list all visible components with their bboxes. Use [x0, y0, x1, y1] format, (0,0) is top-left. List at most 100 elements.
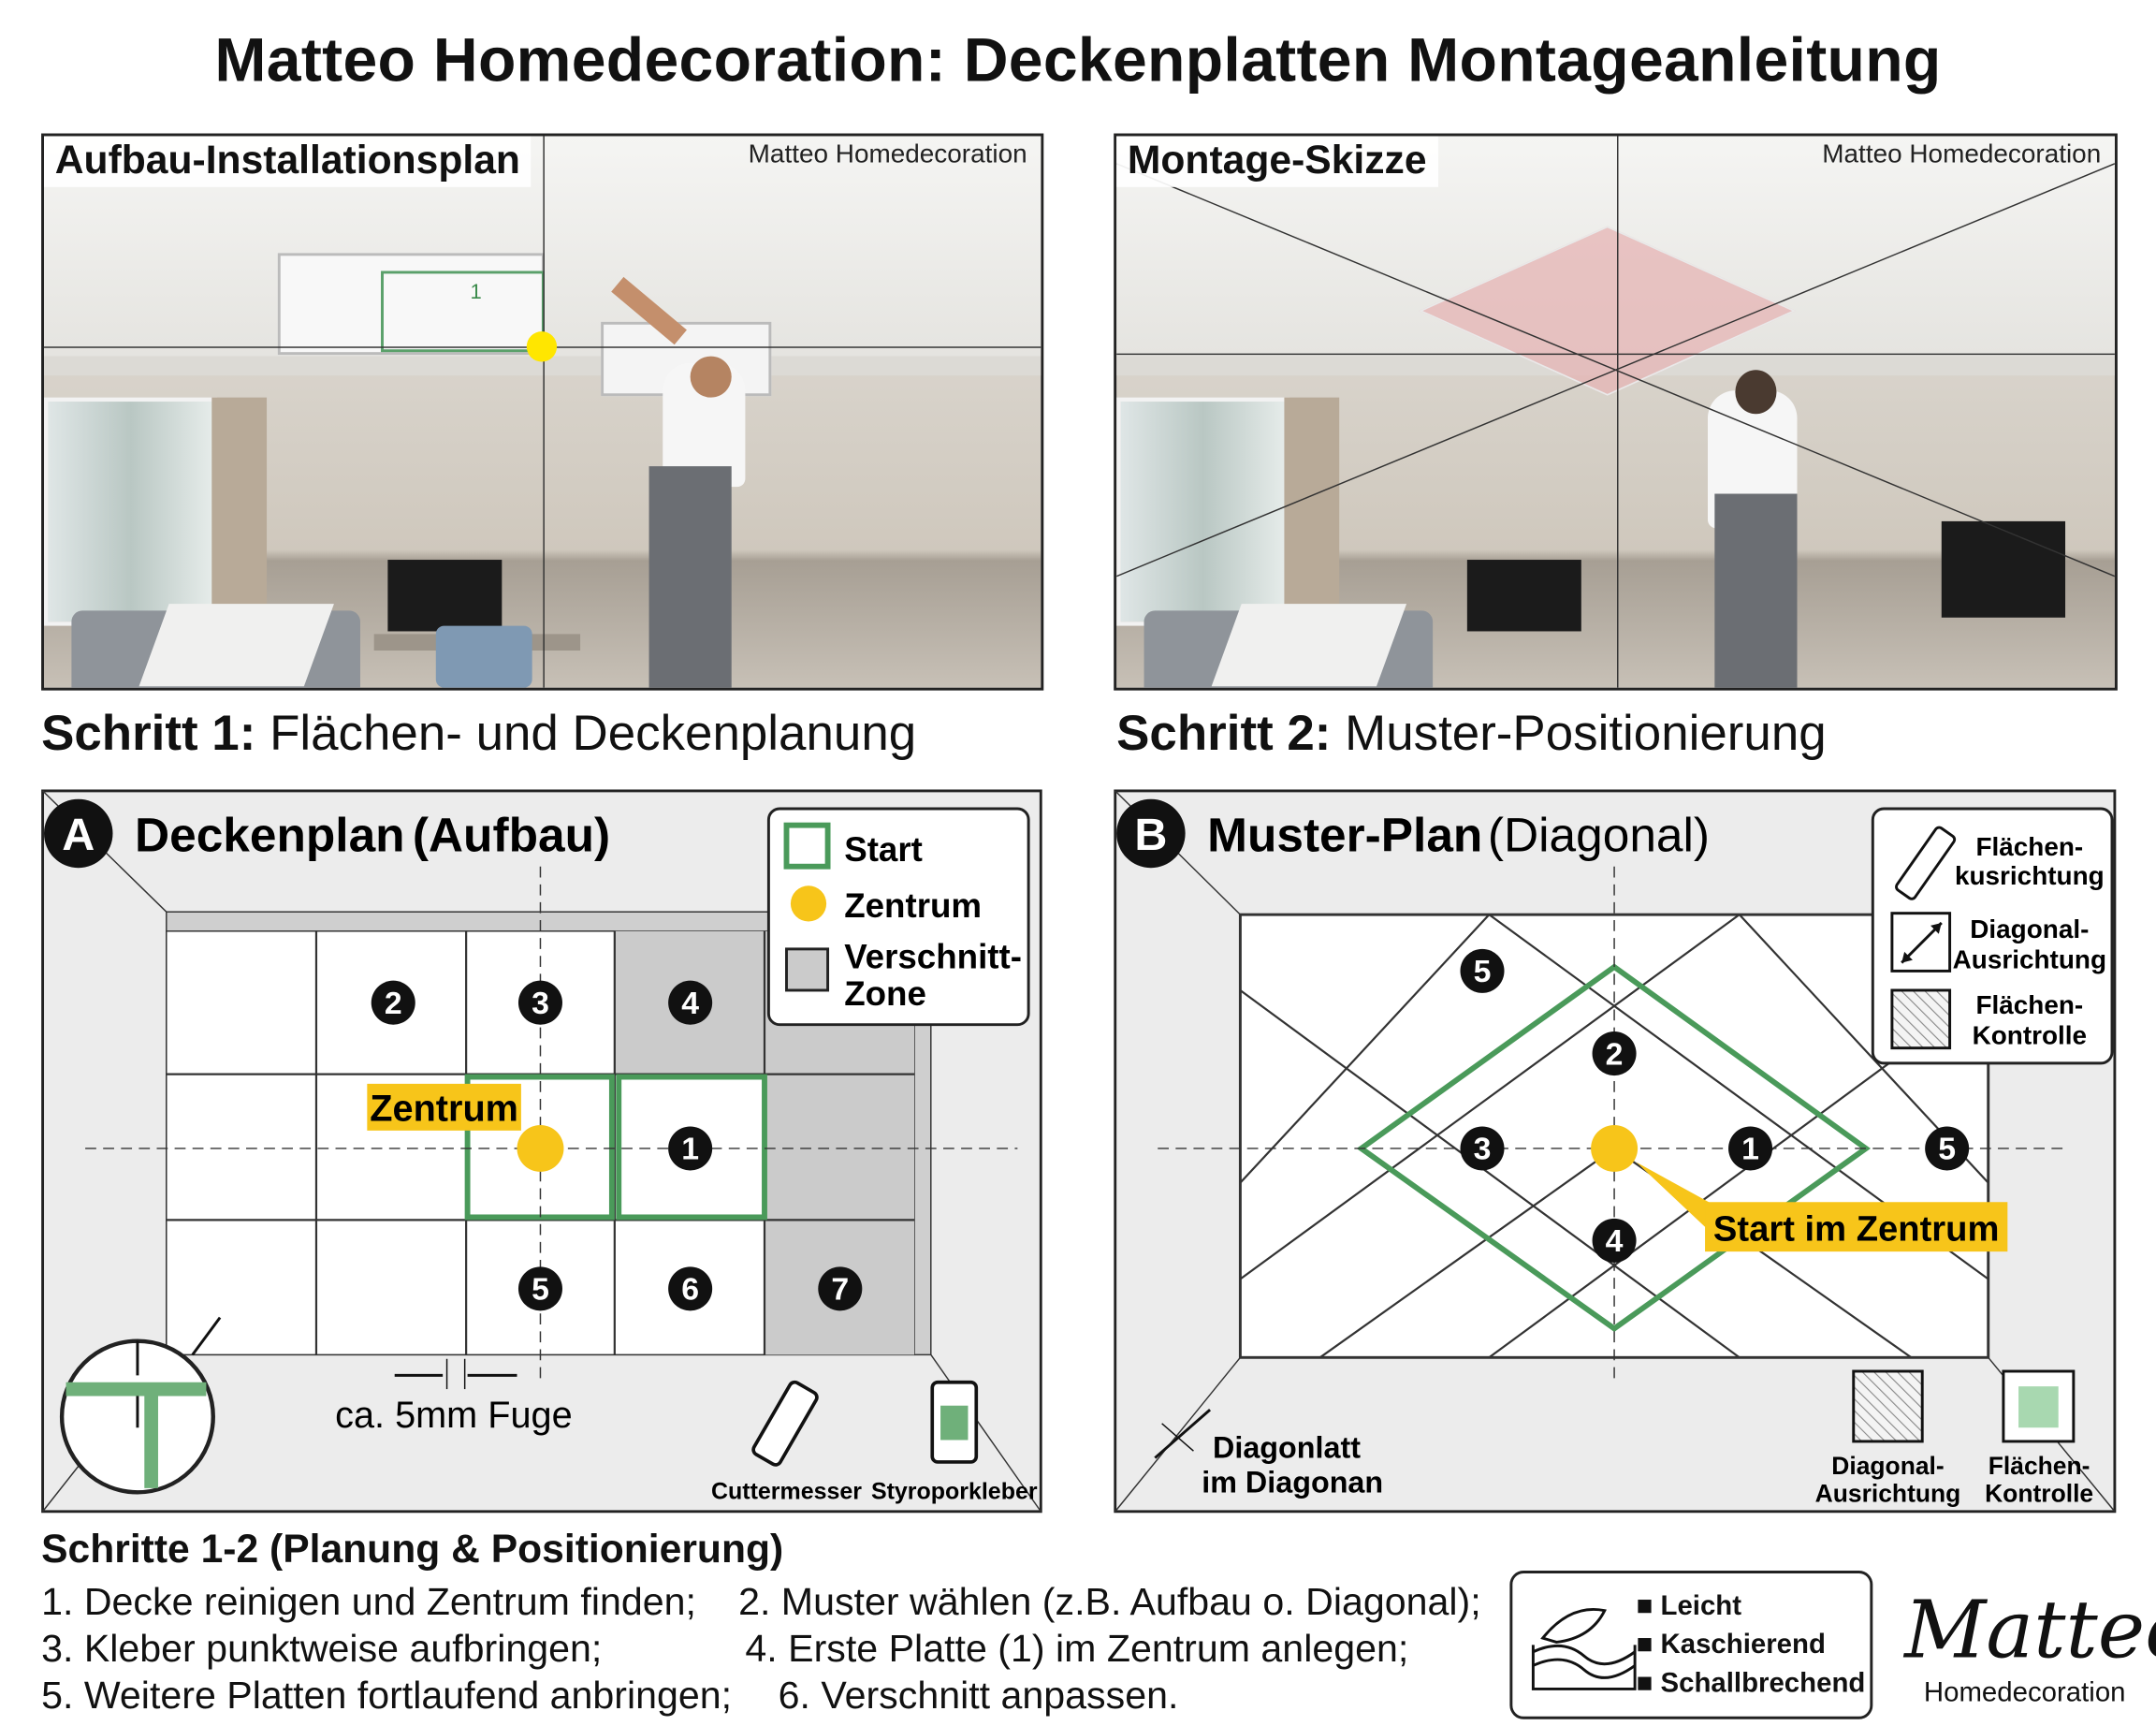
- tile-number-badge: [1925, 1126, 1970, 1171]
- cutter-knife-icon: [751, 1380, 819, 1467]
- tile-number: 4: [681, 986, 699, 1021]
- legend-label: Diagonal-: [1970, 914, 2089, 943]
- badge-b: [1116, 798, 1186, 869]
- icon-label: Diagonal-: [1831, 1452, 1944, 1480]
- tile-number-badge: [517, 1266, 562, 1311]
- tile-number-badge: [818, 1266, 863, 1311]
- tile-number: 2: [1606, 1036, 1624, 1072]
- tile-number-label: 1: [470, 280, 482, 304]
- tile-number-badge: [1592, 1218, 1637, 1263]
- start-diamond: [1356, 963, 1872, 1333]
- center-point: [517, 1124, 564, 1172]
- brand-watermark: Matteo Homedecoration: [748, 139, 1027, 169]
- legend-start: Start: [844, 830, 923, 869]
- tool-label: Styroporkleber: [871, 1479, 1038, 1505]
- diagram-title-suffix: (Diagonal): [1488, 808, 1710, 862]
- tile-number-badge: [517, 980, 562, 1025]
- tile-number: 1: [681, 1132, 699, 1167]
- feature-item: ■ Schallbrechend: [1636, 1668, 1866, 1699]
- legend-label: Flächen-: [1975, 990, 2083, 1019]
- page-title: Matteo Homedecoration: Deckenplatten Mon…: [214, 24, 1942, 95]
- legend-a: [766, 807, 1030, 1027]
- center-label: Zentrum: [370, 1089, 518, 1130]
- diagram-title-suffix: (Aufbau): [413, 808, 610, 862]
- instruction-line: 5. Weitere Platten fortlaufend anbringen…: [41, 1674, 733, 1717]
- step-prefix: Schritt 2:: [1116, 704, 1332, 761]
- icon-label: Kontrolle: [1985, 1480, 2093, 1508]
- hatch-square-icon: [1890, 988, 1952, 1050]
- legend-label: kusrichtung: [1955, 861, 2105, 890]
- icon-label: Ausrichtung: [1815, 1480, 1961, 1508]
- legend-center: Zentrum: [844, 886, 982, 925]
- tile-number-badge: [371, 980, 415, 1025]
- tile-number-badge: [668, 1266, 713, 1311]
- instructions-heading: Schritte 1-2 (Planung & Positionierung): [41, 1528, 784, 1572]
- instruction-line: 3. Kleber punktweise aufbringen;: [41, 1627, 603, 1670]
- tile-number: 5: [1938, 1132, 1956, 1167]
- center-point: [1591, 1124, 1639, 1172]
- tile-number: 5: [1474, 954, 1492, 989]
- badge-letter: A: [62, 810, 95, 860]
- step-text: Muster-Positionierung: [1345, 704, 1827, 761]
- feature-label: Schallbrechend: [1660, 1668, 1866, 1699]
- instruction-line: 4. Erste Platte (1) im Zentrum anlegen;: [745, 1627, 1409, 1670]
- instruction-line: 2. Muster wählen (z.B. Aufbau o. Diagona…: [738, 1580, 1481, 1623]
- features-box: ■ Leicht ■ Kaschierend ■ Schallbrechend: [1509, 1571, 1873, 1719]
- tile-number: 3: [1474, 1132, 1492, 1167]
- diagram-title: Deckenplan: [135, 808, 405, 862]
- diagonal-arrow-icon: [1901, 921, 1943, 964]
- start-label: Start im Zentrum: [1713, 1208, 2000, 1249]
- tile-number-badge: [1592, 1031, 1637, 1076]
- photo-label: Montage-Skizze: [1116, 136, 1438, 187]
- legend-label: Kontrolle: [1973, 1020, 2087, 1049]
- center-point-marker: [526, 331, 558, 362]
- diagram-a-ceiling-plan: 1 2 3 4 5 6 7 Zentrum A Deckenplan (Aufbau) St…: [41, 789, 1042, 1514]
- instruction-line: 1. Decke reinigen und Zentrum finden;: [41, 1580, 696, 1623]
- feature-item: ■ Kaschierend: [1636, 1630, 1826, 1660]
- legend-waste: Zone: [844, 974, 926, 1013]
- step-2-caption: Schritt 2: Muster-Positionierung: [1116, 704, 1827, 762]
- gap-label: ca. 5mm Fuge: [335, 1395, 572, 1436]
- tile-number: 1: [1741, 1132, 1759, 1167]
- waste-swatch: [785, 947, 830, 992]
- start-tile: [616, 1074, 767, 1221]
- tile-number: 4: [1606, 1223, 1624, 1259]
- tile-number: 3: [532, 986, 549, 1021]
- tile-number-badge: [1728, 1126, 1773, 1171]
- tile-number: 2: [385, 986, 402, 1021]
- logo-subtitle: Homedecoration: [1923, 1677, 2126, 1708]
- legend-waste: Verschnitt-: [844, 937, 1022, 975]
- icon-label: Flächen-: [1988, 1452, 2090, 1480]
- tile-number-badge: [668, 980, 713, 1025]
- tile-number-badge: [668, 1126, 713, 1171]
- tile-number: 5: [532, 1272, 549, 1308]
- brand-watermark: Matteo Homedecoration: [1822, 139, 2102, 169]
- start-swatch: [783, 822, 831, 870]
- badge-a: [44, 798, 113, 869]
- corner-label: im Diagonan: [1202, 1465, 1383, 1499]
- feature-label: Leicht: [1660, 1591, 1742, 1622]
- tile-number-badge: [1460, 948, 1505, 993]
- tile-number: 7: [831, 1272, 849, 1308]
- photo-label: Aufbau-Installationsplan: [44, 136, 532, 187]
- feature-label: Kaschierend: [1660, 1630, 1826, 1660]
- center-swatch: [790, 885, 827, 922]
- photo-installation-plan: 1 Aufbau-Installationsplan Matteo Homede…: [41, 133, 1044, 691]
- tile-number-badge: [1460, 1126, 1505, 1171]
- diagram-title: Muster-Plan: [1207, 808, 1482, 862]
- glue-tube-icon: [930, 1380, 979, 1464]
- hatch-square-icon: [1852, 1369, 1924, 1443]
- legend-label: Ausrichtung: [1953, 944, 2106, 973]
- diagonal-guide-lines: [1116, 163, 2115, 578]
- photo-montage-sketch: Montage-Skizze Matteo Homedecoration: [1114, 133, 2118, 691]
- feather-wave-icon: [1531, 1608, 1637, 1690]
- instruction-line: 6. Verschnitt anpassen.: [778, 1674, 1179, 1717]
- legend-label: Flächen-: [1975, 832, 2083, 861]
- feature-item: ■ Leicht: [1636, 1591, 1742, 1622]
- tile-number: 6: [681, 1272, 699, 1308]
- tool-label: Cuttermesser: [711, 1479, 862, 1505]
- step-1-caption: Schritt 1: Flächen- und Deckenplanung: [41, 704, 916, 762]
- step-prefix: Schritt 1:: [41, 704, 256, 761]
